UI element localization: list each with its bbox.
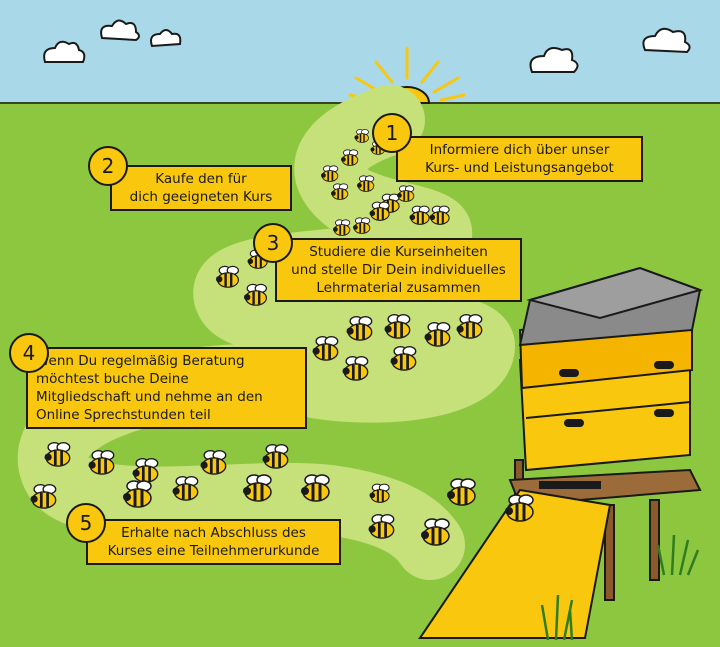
- cloud-icon: [150, 29, 182, 48]
- bee-icon: [341, 149, 359, 166]
- bee-icon: [342, 356, 369, 381]
- bee-icon: [262, 444, 289, 469]
- bee-icon: [132, 458, 159, 483]
- bee-icon: [353, 217, 371, 234]
- bee-icon: [44, 442, 71, 467]
- bee-icon: [88, 450, 115, 475]
- bee-icon: [384, 314, 411, 339]
- bee-icon: [369, 201, 390, 221]
- bee-icon: [409, 205, 430, 225]
- bee-icon: [243, 474, 272, 502]
- bee-icon: [244, 283, 268, 306]
- step-number-badge: 4: [9, 333, 49, 373]
- step-text: Studiere die Kurseinheiten und stelle Di…: [275, 238, 522, 302]
- step-number-badge: 5: [66, 503, 106, 543]
- bee-icon: [331, 183, 349, 200]
- step-number-badge: 1: [372, 113, 412, 153]
- bee-icon: [505, 494, 534, 522]
- bee-icon: [123, 480, 152, 508]
- bee-icon: [30, 484, 57, 509]
- bee-icon: [424, 322, 451, 347]
- cloud-icon: [642, 27, 691, 54]
- bee-icon: [354, 129, 369, 143]
- bee-icon: [321, 165, 339, 182]
- bee-icon: [346, 316, 373, 341]
- bee-icon: [429, 205, 450, 225]
- bee-icon: [390, 346, 417, 371]
- bee-icon: [312, 336, 339, 361]
- bee-path: [17, 85, 515, 580]
- step-number-badge: 3: [253, 223, 293, 263]
- cloud-icon: [100, 19, 140, 42]
- bee-icon: [421, 518, 450, 546]
- step-number-badge: 2: [88, 146, 128, 186]
- step-text: Erhalte nach Abschluss des Kurses eine T…: [86, 519, 341, 565]
- bee-icon: [456, 314, 483, 339]
- step-text: Kaufe den für dich geeigneten Kurs: [110, 165, 292, 211]
- step-text: Wenn Du regelmäßig Beratung möchtest buc…: [26, 347, 307, 429]
- beehive: [418, 266, 704, 639]
- bee-icon: [397, 185, 415, 202]
- bee-icon: [200, 450, 227, 475]
- bee-icon: [368, 514, 395, 539]
- sky: [0, 0, 720, 108]
- bee-icon: [333, 219, 351, 236]
- bee-icon: [447, 478, 476, 506]
- cloud-icon: [43, 40, 86, 63]
- grass-tuft: [540, 534, 700, 641]
- bee-icon: [301, 474, 330, 502]
- bee-icon: [357, 175, 375, 192]
- step-text: Informiere dich über unser Kurs- und Lei…: [396, 136, 643, 182]
- bee-swarm: [30, 129, 534, 546]
- bee-icon: [172, 476, 199, 501]
- cloud-icon: [529, 47, 579, 73]
- bee-icon: [369, 483, 390, 503]
- bee-icon: [216, 265, 240, 288]
